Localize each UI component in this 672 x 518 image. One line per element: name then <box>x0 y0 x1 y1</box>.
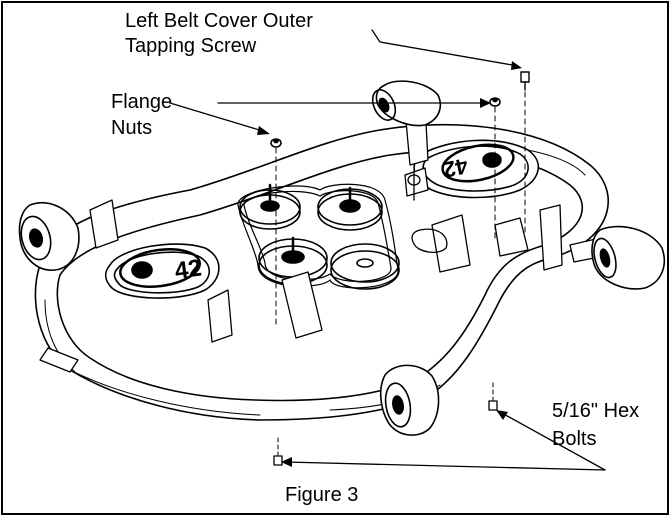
pulley-top-left <box>239 183 301 230</box>
flange-nut-right-icon <box>489 97 501 241</box>
wheel-front-right <box>379 364 440 436</box>
pulley-bottom-right <box>330 243 400 290</box>
wheel-front-left <box>18 201 80 271</box>
hex-bolt-right-icon <box>488 382 498 411</box>
leader-arrowheads <box>257 61 522 467</box>
right-belt-cover <box>413 139 540 199</box>
hex-bolt-left-icon <box>273 437 283 466</box>
flange-nut-left-icon <box>270 138 282 326</box>
figure-caption: Figure 3 <box>285 484 359 506</box>
deck-brackets <box>39 104 605 373</box>
tapping-screw-label-line2: Tapping Screw <box>125 35 257 57</box>
tapping-screw-icon <box>520 71 530 236</box>
right-badge-oval <box>441 143 515 183</box>
tapping-screw-label-line1: Left Belt Cover Outer <box>125 10 313 32</box>
hex-bolts-label-line1: 5/16" Hex <box>552 400 640 422</box>
wheel-rear-right <box>591 225 666 290</box>
left-badge-text: 42 <box>173 254 203 284</box>
pulley-top-right <box>317 186 383 231</box>
flange-nuts-label-line1: Flange <box>111 91 173 113</box>
hex-bolts-label-line2: Bolts <box>552 428 597 450</box>
leader-lines <box>169 29 606 471</box>
left-badge-oval <box>119 248 201 288</box>
flange-nuts-label-line2: Nuts <box>111 117 153 139</box>
right-badge-text: 42 <box>441 153 470 183</box>
drive-belt <box>237 183 399 289</box>
